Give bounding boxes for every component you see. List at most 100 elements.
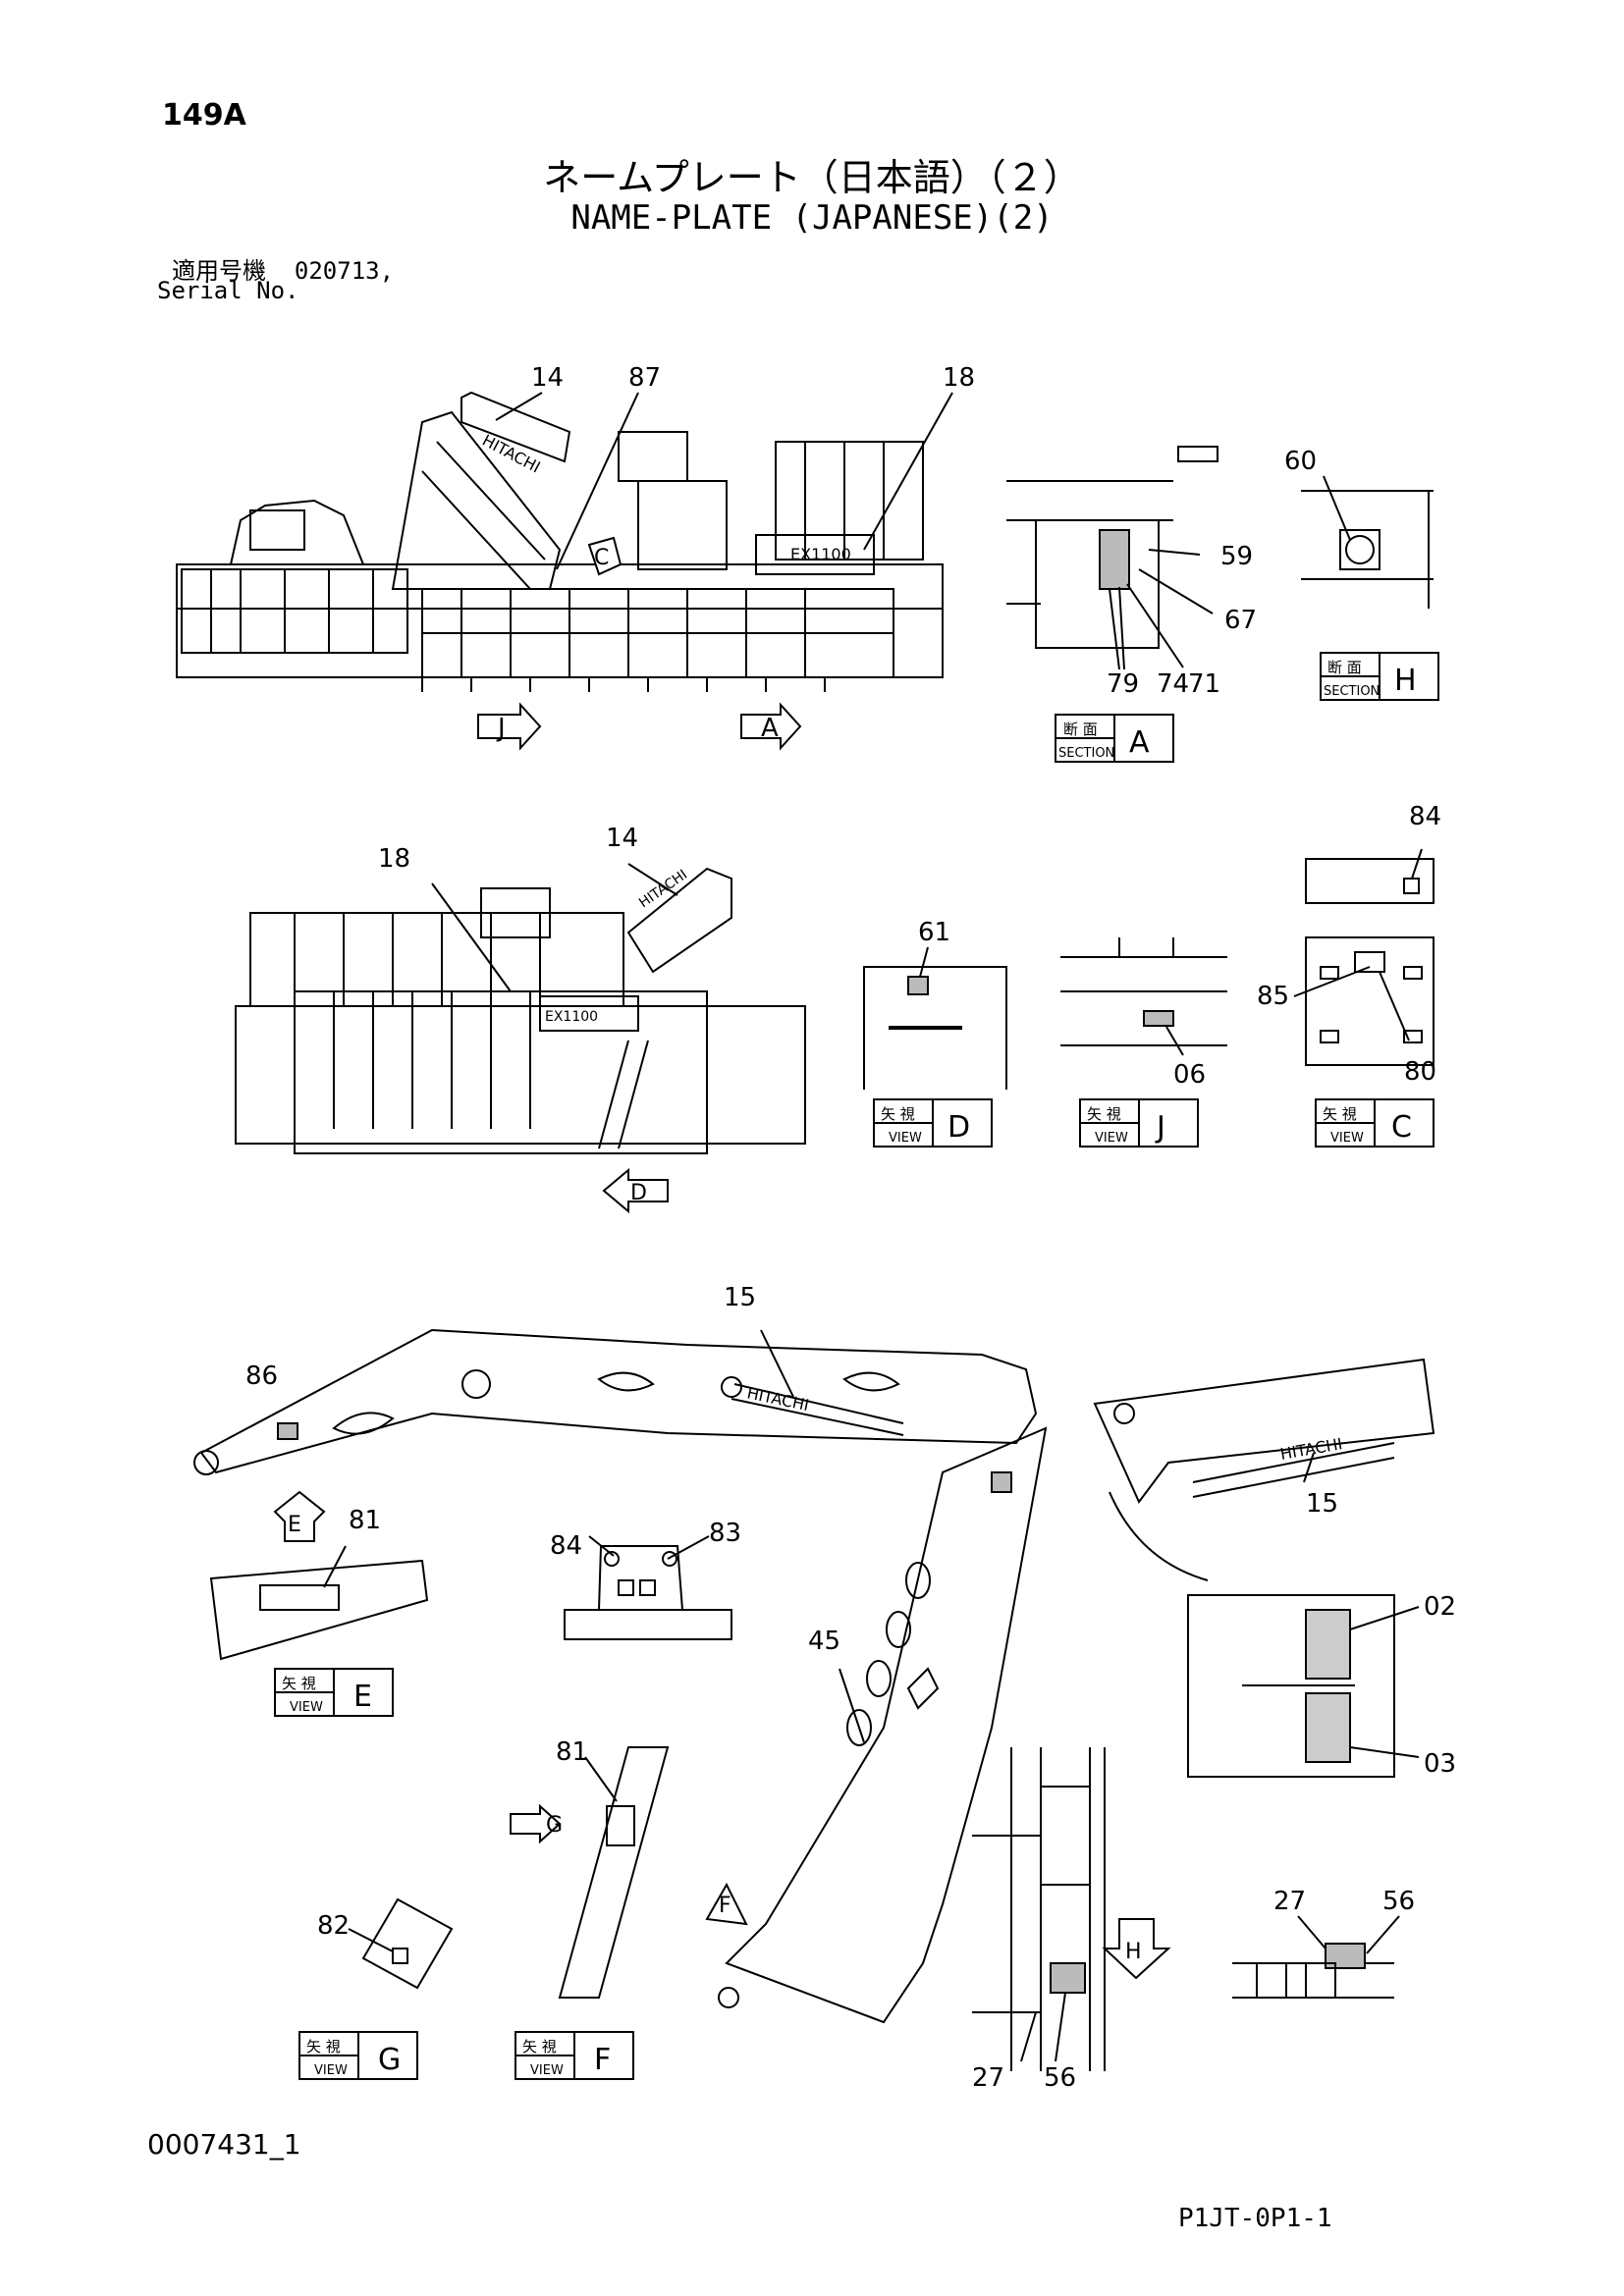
callout-45: 45	[808, 1627, 840, 1656]
callout-84: 84	[1409, 802, 1441, 831]
view-g-detail	[298, 1897, 454, 2080]
view-j-labels: 06 矢 視 VIEW J	[1087, 1060, 1206, 1146]
callout-80: 80	[1404, 1057, 1436, 1087]
view-j-tag-jp: 矢 視	[1087, 1105, 1121, 1123]
callout-61: 61	[918, 918, 950, 947]
callout-74: 74	[1157, 669, 1189, 699]
callout-14: 14	[531, 363, 564, 393]
view-letter-G: G	[378, 2043, 401, 2077]
view-letter-D: D	[947, 1110, 970, 1145]
callout-56: 56	[1382, 1887, 1415, 1916]
view-arrow-label-J: J	[496, 714, 506, 743]
plate-model-text: EX1100	[790, 545, 851, 563]
plate-hitachi-text: HITACHI	[479, 431, 543, 477]
callout-06: 06	[1173, 1060, 1206, 1090]
section-tag-jp: 断 面	[1063, 721, 1098, 738]
vertical-section-labels: 27 56 H	[972, 1940, 1142, 2093]
panel-02-03-labels: 02 03	[1424, 1592, 1456, 1779]
callout-56-bottom: 56	[1044, 2063, 1076, 2093]
callout-79: 79	[1107, 669, 1139, 699]
callout-71: 71	[1188, 669, 1220, 699]
machine-rear-view	[235, 863, 806, 1214]
view-d-labels: 61 矢 視 VIEW D	[881, 918, 970, 1146]
callout-84-bracket: 84	[550, 1531, 582, 1561]
callout-27-bottom: 27	[972, 2063, 1004, 2093]
bracket-detail	[564, 1535, 732, 1640]
document-id: 0007431_1	[147, 2128, 301, 2161]
callout-18-rear: 18	[378, 844, 410, 874]
view-g-tag-jp: 矢 視	[306, 2038, 341, 2056]
serial-label-japanese: 適用号機 020713,	[172, 257, 395, 285]
view-c-detail	[1293, 848, 1435, 1148]
section-letter-A: A	[1129, 725, 1150, 760]
bottom-right-labels: 27 56	[1273, 1887, 1415, 1916]
callout-02: 02	[1424, 1592, 1456, 1622]
view-f-tag-en: VIEW	[530, 2063, 564, 2078]
view-arrow-label-C: C	[594, 546, 609, 570]
view-c-tag-en: VIEW	[1330, 1131, 1364, 1146]
machine-side-view-1-labels: 14 87 18 J A C HITACHI EX1100	[479, 363, 975, 743]
section-letter-H: H	[1394, 664, 1417, 698]
section-tag-en: SECTION	[1058, 746, 1114, 761]
view-d-detail	[863, 946, 1007, 1148]
boom-hitachi-text: HITACHI	[745, 1383, 810, 1415]
view-arrow-label-H: H	[1125, 1940, 1142, 1964]
callout-27: 27	[1273, 1887, 1306, 1916]
view-letter-E: E	[353, 1680, 372, 1714]
panel-02-03-detail	[1187, 1594, 1420, 1778]
title-japanese: ネームプレート（日本語）（２）	[543, 156, 1081, 199]
view-letter-C: C	[1391, 1110, 1412, 1145]
callout-59: 59	[1220, 542, 1253, 571]
sheet-id: P1JT-0P1-1	[1178, 2204, 1332, 2233]
view-f-detail	[510, 1746, 670, 2080]
view-arrow-label-F: F	[719, 1894, 731, 1918]
section-h-detail	[1301, 475, 1439, 701]
view-f-labels: 81 G 矢 視 VIEW F	[522, 1737, 611, 2078]
view-arrow-label-D: D	[630, 1181, 647, 1205]
view-e-detail	[209, 1545, 429, 1717]
callout-81-f: 81	[556, 1737, 588, 1767]
callout-82: 82	[317, 1911, 350, 1941]
view-letter-J: J	[1155, 1110, 1165, 1145]
view-c-labels: 84 85 80 矢 視 VIEW C	[1257, 802, 1441, 1146]
plate-model-text-rear: EX1100	[545, 1009, 598, 1025]
boom-assembly	[193, 1328, 1435, 2024]
vertical-section-detail	[972, 1747, 1171, 2071]
section-h-tag-jp: 断 面	[1327, 659, 1362, 676]
view-j-detail	[1060, 937, 1227, 1148]
callout-67: 67	[1224, 606, 1257, 635]
view-arrow-label-E: E	[288, 1513, 301, 1537]
callout-81: 81	[349, 1506, 381, 1535]
view-g-labels: 82 矢 視 VIEW G	[306, 1911, 401, 2078]
view-arrow-label-A: A	[761, 714, 779, 743]
bottom-right-detail	[1232, 1915, 1400, 1999]
view-arrow-label-G: G	[546, 1813, 563, 1838]
section-a-detail	[1006, 446, 1218, 763]
view-e-tag-jp: 矢 視	[282, 1675, 316, 1692]
machine-rear-view-labels: 18 14 D HITACHI EX1100	[378, 824, 690, 1205]
callout-60: 60	[1284, 447, 1317, 476]
callout-03: 03	[1424, 1749, 1456, 1779]
view-j-tag-en: VIEW	[1095, 1131, 1128, 1146]
callout-87: 87	[628, 363, 661, 393]
view-letter-F: F	[594, 2043, 611, 2077]
section-a-labels: 59 67 71 79 74 断 面 SECTION A	[1058, 542, 1257, 761]
callout-14-rear: 14	[606, 824, 638, 853]
title-english: NAME-PLATE (JAPANESE)(2)	[570, 198, 1054, 238]
view-e-tag-en: VIEW	[290, 1700, 323, 1715]
view-d-tag-jp: 矢 視	[881, 1105, 915, 1123]
view-f-tag-jp: 矢 視	[522, 2038, 557, 2056]
section-h-labels: 60 断 面 SECTION H	[1284, 447, 1417, 699]
callout-83: 83	[709, 1519, 741, 1548]
machine-side-view-1	[176, 391, 953, 751]
boom-labels: 86 15 15 45 HITACHI HITACHI E F	[245, 1283, 1344, 1918]
page-number: 149A	[162, 98, 246, 133]
bracket-labels: 84 83	[550, 1519, 741, 1561]
callout-86: 86	[245, 1362, 278, 1391]
callout-15: 15	[724, 1283, 756, 1312]
serial-label-english: Serial No.	[157, 277, 299, 304]
view-c-tag-jp: 矢 視	[1323, 1105, 1357, 1123]
view-d-tag-en: VIEW	[889, 1131, 922, 1146]
callout-85: 85	[1257, 982, 1289, 1011]
